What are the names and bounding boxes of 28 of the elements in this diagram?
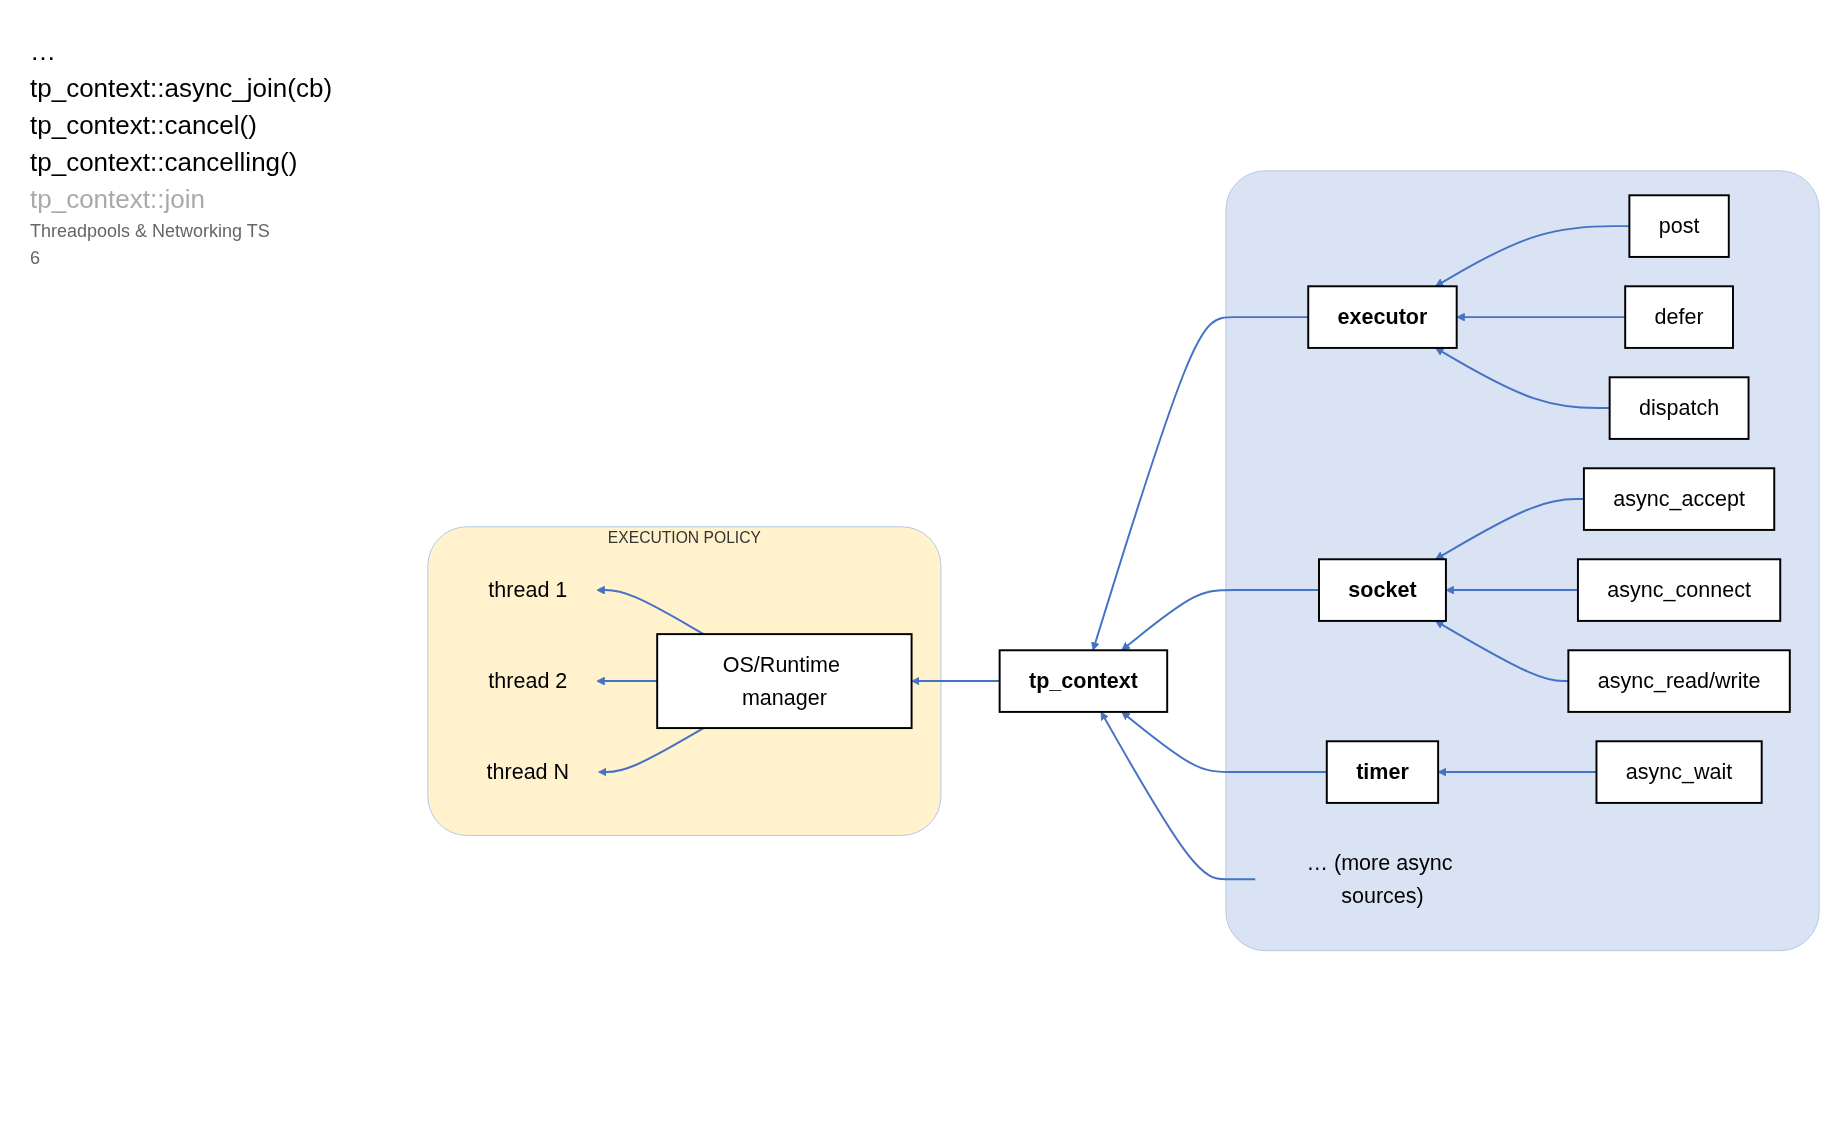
node-text: … (more async sources): [1306, 850, 1453, 908]
node-text: thread N: [486, 759, 570, 785]
node-box: async_read/write: [1567, 649, 1791, 713]
api-call-text: tp_context::async_join(cb): [30, 73, 334, 104]
node-box: dispatch: [1608, 376, 1750, 440]
node-box: defer: [1624, 285, 1734, 349]
cluster: [1225, 170, 1820, 951]
node-text: thread 2: [488, 668, 568, 694]
api-call-text: tp_context::join: [30, 184, 206, 215]
node-box: async_wait: [1595, 740, 1763, 804]
node-box: async_accept: [1582, 467, 1776, 531]
node-text: thread 1: [488, 577, 568, 603]
node-box: socket: [1318, 558, 1447, 622]
node-box: OS/Runtime manager: [656, 632, 913, 729]
footer-text: Threadpools & Networking TS: [30, 221, 271, 242]
node-box: tp_context: [998, 649, 1169, 713]
ellipsis-label: …: [30, 36, 57, 67]
api-call-text: tp_context::cancelling(): [30, 147, 299, 178]
arrow: [598, 726, 705, 777]
arrow: [596, 585, 705, 635]
api-call-text: tp_context::cancel(): [30, 110, 258, 141]
node-box: post: [1628, 194, 1730, 258]
node-box: timer: [1325, 740, 1440, 804]
node-box: executor: [1307, 285, 1458, 349]
page-number: 6: [30, 248, 41, 269]
arrow: [1100, 711, 1257, 880]
node-box: async_connect: [1576, 558, 1782, 622]
arrow: [1121, 588, 1320, 651]
